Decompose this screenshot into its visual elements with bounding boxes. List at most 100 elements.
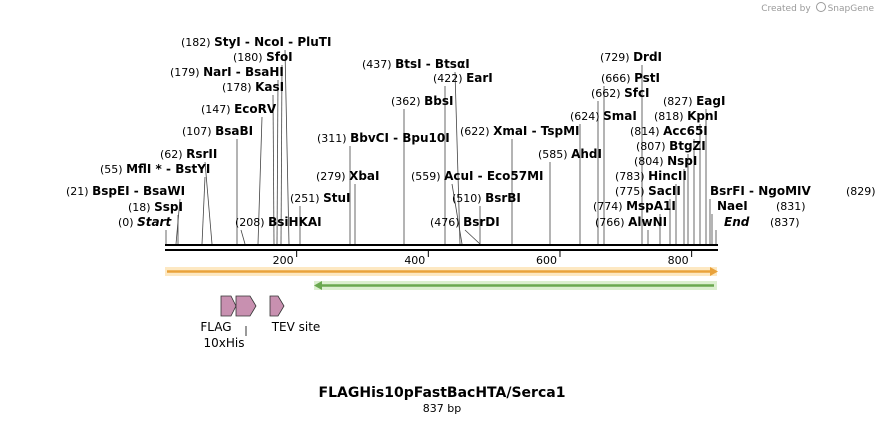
site-label: (814) Acc65I — [630, 124, 708, 138]
site-position: (804) — [634, 155, 667, 168]
site-separator: - — [745, 184, 758, 198]
site-label-text: (729) DrdI — [600, 50, 662, 64]
site-label: (775) SacII — [615, 184, 681, 198]
site-label-text: (476) BsrDI — [430, 215, 500, 229]
site-label: (18) SspI — [128, 200, 183, 214]
site-label: NaeI (831) — [717, 199, 806, 213]
feature-arrow-icon — [235, 295, 257, 317]
site-enzyme-name: NcoI — [254, 35, 284, 49]
site-label-text: (251) StuI — [290, 191, 350, 205]
site-label-text: (55) MflI * - BstYI — [100, 162, 210, 176]
site-enzyme-name: EagI — [696, 94, 725, 108]
site-position: (624) — [570, 110, 603, 123]
site-position: (831) — [776, 200, 806, 213]
site-separator: - — [162, 162, 175, 176]
site-label: (783) HincII — [615, 169, 687, 183]
site-label: (476) BsrDI — [430, 215, 500, 229]
site-position: (311) — [317, 132, 350, 145]
site-enzyme-name: StuI — [323, 191, 350, 205]
cut-line — [272, 94, 275, 245]
site-label: End(837) — [724, 215, 800, 229]
feature-label: TEV site — [271, 320, 321, 334]
site-label: (179) NarI - BsaHI — [170, 65, 284, 79]
site-label-text: (814) Acc65I — [630, 124, 708, 138]
site-position: (147) — [201, 103, 234, 116]
site-enzyme-name: AhdI — [571, 147, 602, 161]
site-enzyme-name: BsaBI — [215, 124, 253, 138]
site-label: (21) BspEI - BsaWI — [66, 184, 185, 198]
site-position: (62) — [160, 148, 186, 161]
site-label-text: (179) NarI - BsaHI — [170, 65, 284, 79]
site-enzyme-name: Acc65I — [663, 124, 708, 138]
site-enzyme-name: Start — [137, 215, 172, 229]
site-position: (362) — [391, 95, 424, 108]
credit-line: Created by SnapGene — [761, 2, 874, 14]
site-position: (437) — [362, 58, 395, 71]
ruler-tick-label: 800 — [668, 254, 689, 267]
site-label-text: (182) StyI - NcoI - PluTI — [181, 35, 331, 49]
site-label-text: (622) XmaI - TspMI — [460, 124, 579, 138]
site-label-text: (662) SfcI — [591, 86, 650, 100]
site-enzyme-name: BstYI — [175, 162, 210, 176]
site-enzyme-name: DrdI — [633, 50, 662, 64]
map-title: FLAGHis10pFastBacHTA/Serca1 — [318, 385, 566, 401]
site-position: (279) — [316, 170, 349, 183]
cut-line — [276, 79, 279, 245]
site-label: (818) KpnI — [654, 109, 718, 123]
site-enzyme-name: NaeI — [717, 199, 748, 213]
feature-label: FLAG — [200, 320, 231, 334]
site-enzyme-name: SmaI — [603, 109, 637, 123]
feature: 10xHis — [204, 295, 257, 350]
site-label-text: (585) AhdI — [538, 147, 602, 161]
site-label: (827) EagI — [663, 94, 725, 108]
site-label-text: (0) Start — [118, 215, 172, 229]
site-label-text: NaeI — [717, 199, 748, 213]
site-label: BsrFI - NgoMIV(829) — [710, 184, 876, 198]
site-position: (622) — [460, 125, 493, 138]
site-position: (251) — [290, 192, 323, 205]
site-label-text: (807) BtgZI — [636, 139, 706, 153]
site-position: (0) — [118, 216, 137, 229]
site-label-text: (62) RsrII — [160, 147, 217, 161]
site-label-text: (437) BtsI - BtsαI — [362, 57, 470, 71]
site-enzyme-name: SacII — [648, 184, 681, 198]
site-position: (510) — [452, 192, 485, 205]
site-enzyme-name: SfcI — [624, 86, 649, 100]
cut-line — [257, 116, 263, 245]
site-label: (251) StuI — [290, 191, 350, 205]
features: FLAG 10xHis TEV site — [200, 295, 321, 350]
credit-text: Created by — [761, 4, 811, 14]
site-label-text: (279) XbaI — [316, 169, 379, 183]
site-label: (279) XbaI — [316, 169, 379, 183]
site-enzyme-name: EcoRV — [234, 102, 277, 116]
cut-line — [201, 176, 206, 245]
feature-label: 10xHis — [204, 336, 245, 350]
site-position: (818) — [654, 110, 687, 123]
site-separator: - — [527, 124, 540, 138]
cut-lines — [165, 49, 717, 245]
feature-arrow-icon — [269, 295, 285, 317]
site-label: (585) AhdI — [538, 147, 602, 161]
site-position: (827) — [663, 95, 696, 108]
site-label-text: (311) BbvCI - Bpu10I — [317, 131, 450, 145]
site-enzyme-name: NspI — [667, 154, 697, 168]
site-label: (362) BbsI — [391, 94, 453, 108]
cut-line — [284, 49, 290, 245]
site-label: (62) RsrII — [160, 147, 217, 161]
site-label: (807) BtgZI — [636, 139, 706, 153]
orange-arrow-head — [710, 267, 718, 276]
site-enzyme-name: RsrII — [186, 147, 217, 161]
site-enzyme-name: AlwNI — [628, 215, 667, 229]
green-arrow-head — [314, 281, 322, 290]
ruler-tick-label: 600 — [536, 254, 557, 267]
site-enzyme-name: MspA1I — [626, 199, 676, 213]
site-position: (774) — [593, 200, 626, 213]
site-labels: (182) StyI - NcoI - PluTI(180) SfoI(179)… — [66, 35, 876, 229]
site-separator: - — [474, 169, 487, 183]
site-position: (766) — [595, 216, 628, 229]
site-enzyme-name: EarI — [466, 71, 493, 85]
site-label: (180) SfoI — [233, 50, 293, 64]
